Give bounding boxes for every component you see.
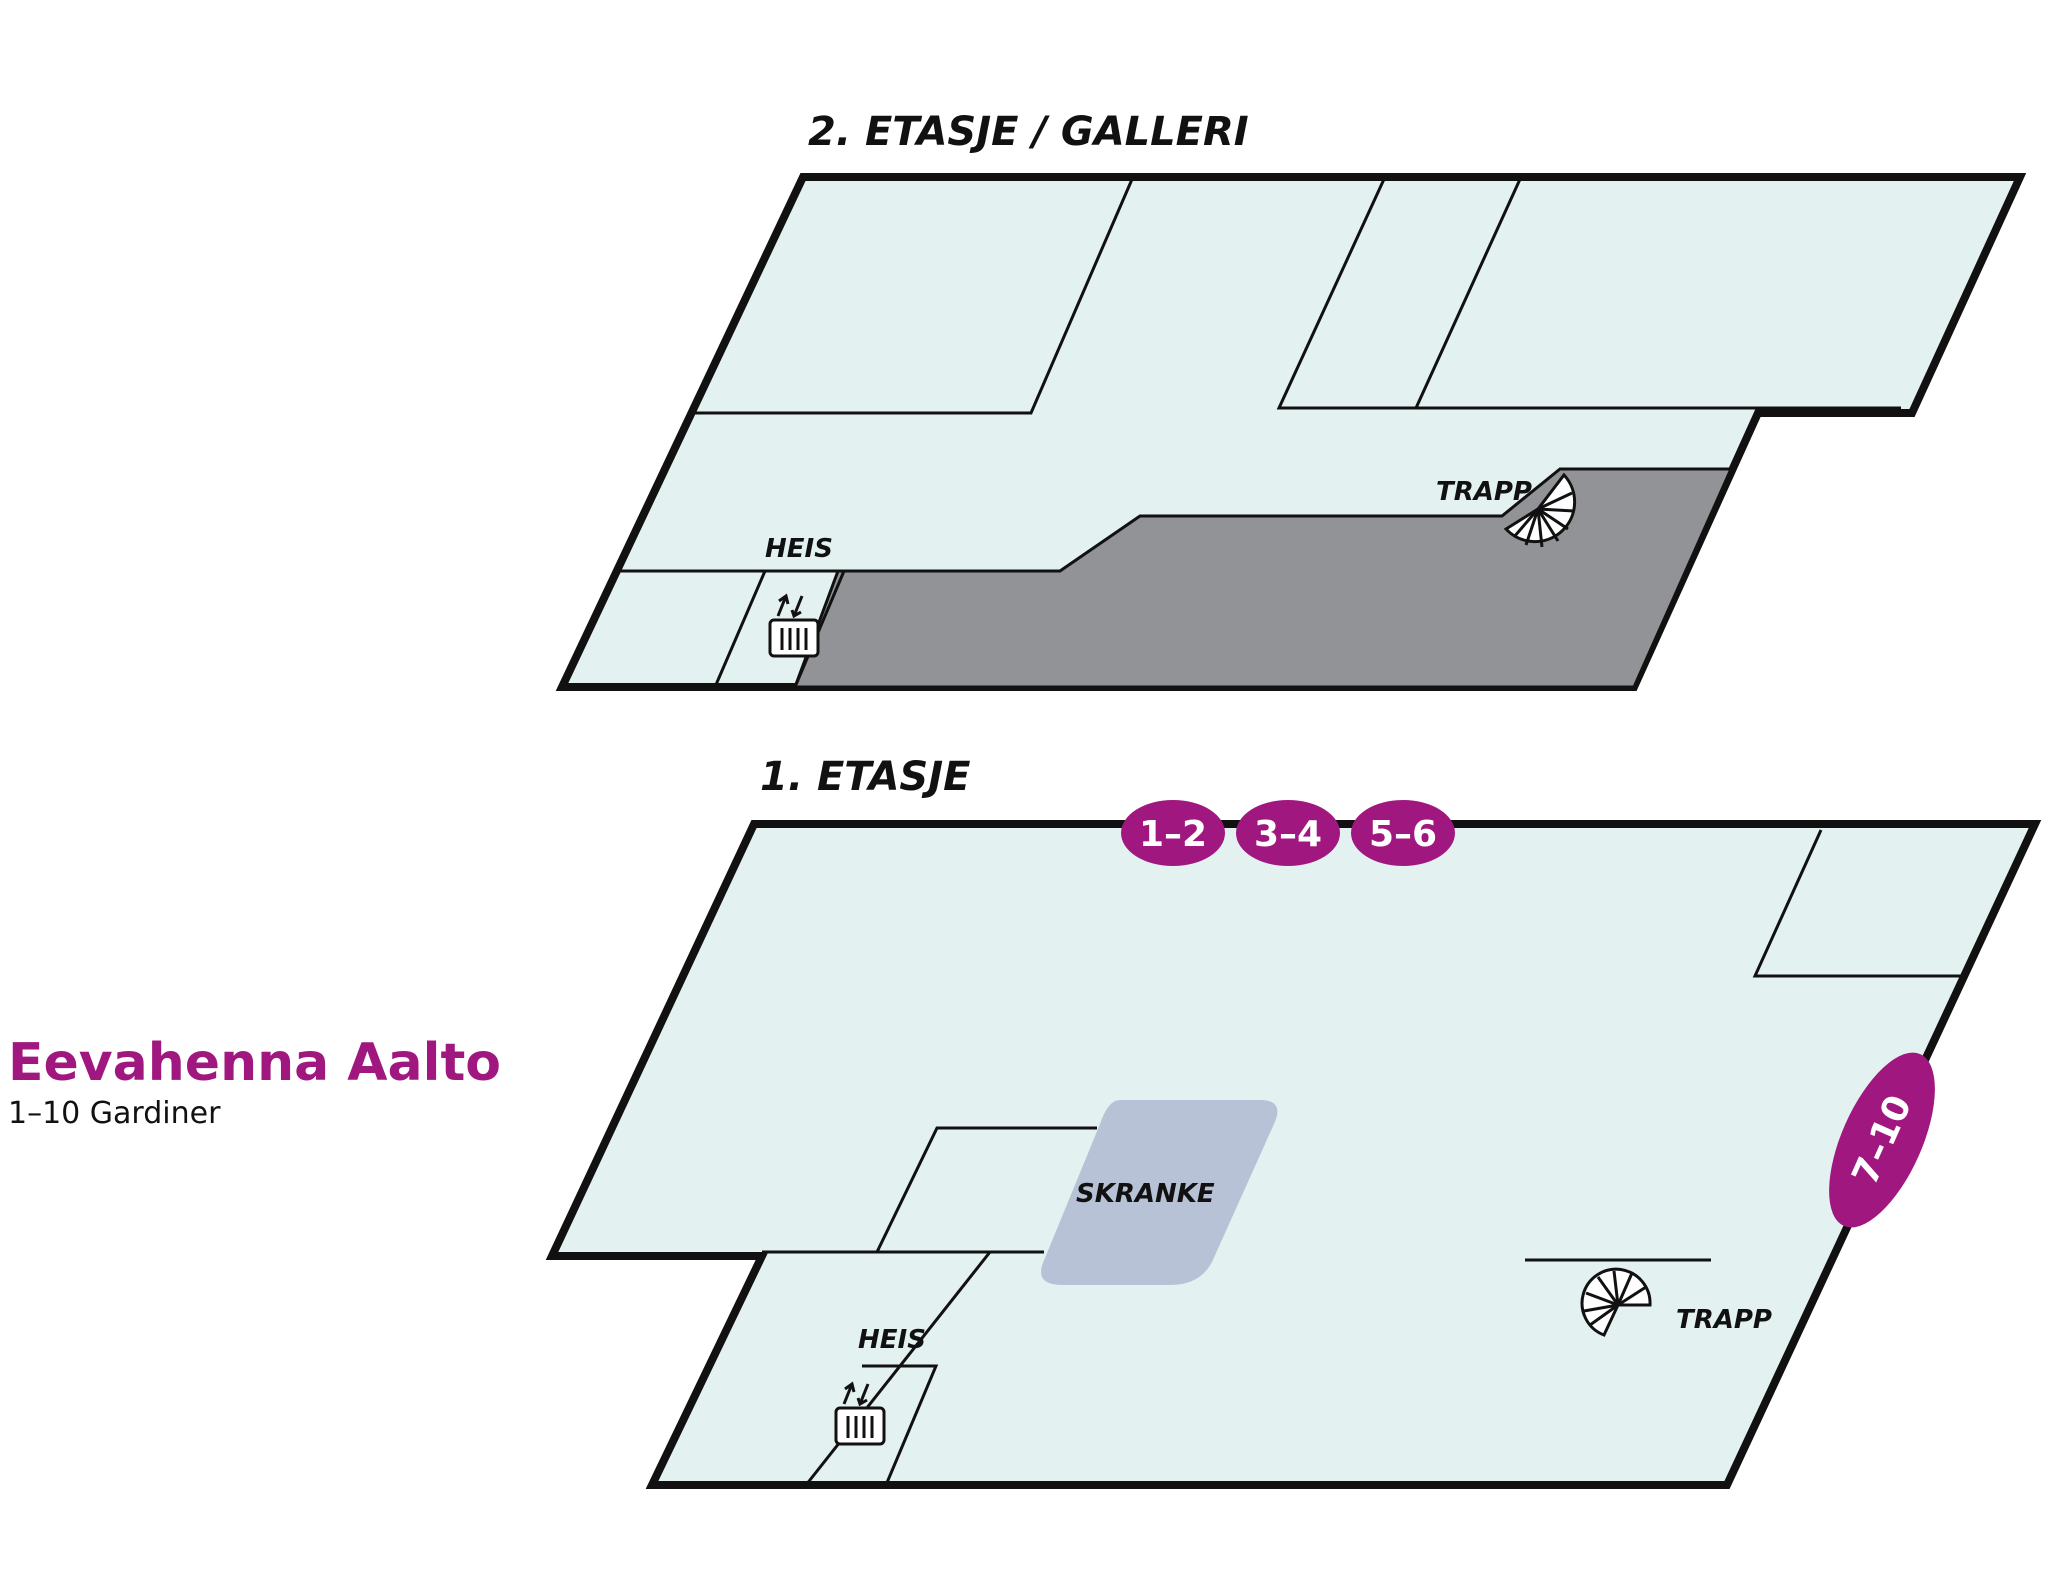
- lower-wall-elevator-box: [862, 1364, 939, 1486]
- upper-floor-title: 2. ETASJE / GALLERI: [808, 109, 1249, 155]
- marker-label: 3–4: [1254, 814, 1322, 855]
- lower-floor: 1. ETASJE SKRANKE HEIS: [545, 754, 2042, 1489]
- upper-wall-center-room: [1276, 176, 1901, 410]
- lower-floor-title: 1. ETASJE: [760, 754, 970, 800]
- upper-floor: 2. ETASJE / GALLERI HEIS: [555, 109, 2027, 691]
- lower-floor-walls: [762, 829, 1961, 1486]
- lower-floor-outline: [545, 820, 2042, 1489]
- lower-elevator-label: HEIS: [858, 1325, 926, 1355]
- marker-label: 5–6: [1369, 814, 1437, 855]
- upper-wall-center-divider: [1414, 176, 1523, 409]
- marker-label: 1–2: [1139, 814, 1207, 855]
- upper-floor-walls: [615, 176, 1901, 688]
- lower-wall-elevator-left: [804, 1251, 992, 1486]
- artist-name: Eevahenna Aalto: [8, 1033, 501, 1093]
- upper-wall-left-room: [693, 176, 1135, 415]
- marker-5-6[interactable]: 5–6: [1351, 800, 1455, 866]
- elevator-icon: [834, 1381, 886, 1446]
- elevator-icon: [768, 593, 820, 658]
- lower-stairs-label: TRAPP: [1676, 1305, 1772, 1335]
- legend: Eevahenna Aalto 1–10 Gardiner: [8, 1033, 501, 1131]
- marker-7-10[interactable]: 7–10: [1807, 1038, 1957, 1242]
- marker-3-4[interactable]: 3–4: [1236, 800, 1340, 866]
- lower-wall-corner-room: [1752, 829, 1961, 978]
- artist-subtitle: 1–10 Gardiner: [8, 1096, 221, 1131]
- upper-elevator-label: HEIS: [765, 534, 833, 564]
- reception-desk: [1041, 1100, 1278, 1285]
- reception-desk-label: SKRANKE: [1076, 1179, 1215, 1209]
- upper-wall-small-room-divider: [713, 570, 767, 688]
- marker-1-2[interactable]: 1–2: [1121, 800, 1225, 866]
- spiral-stairs-icon: [1503, 472, 1577, 548]
- upper-stairs-label: TRAPP: [1436, 477, 1532, 507]
- spiral-stairs-icon: [1580, 1267, 1652, 1337]
